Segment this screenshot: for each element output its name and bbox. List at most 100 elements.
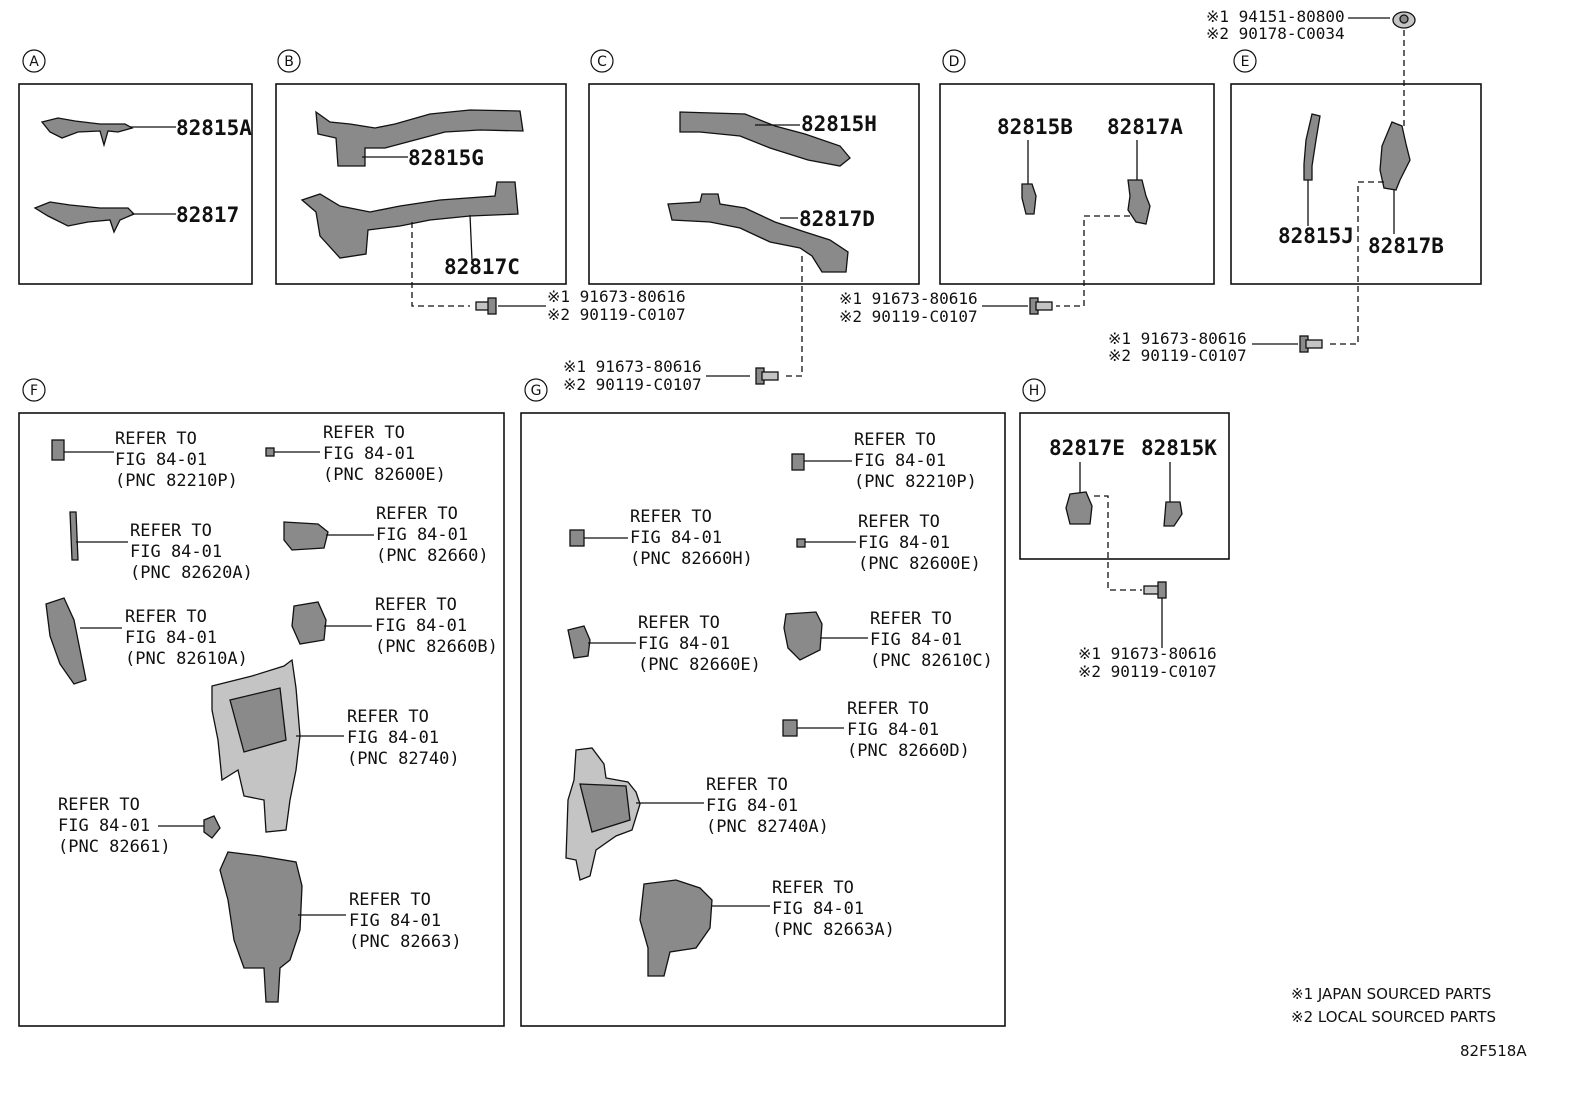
dashed-line-b bbox=[411, 222, 470, 307]
ref-text: REFER TO bbox=[772, 878, 854, 898]
ref-pnc[interactable]: (PNC 82740) bbox=[347, 749, 460, 769]
part-82210p-drawing bbox=[51, 439, 65, 461]
part-82815b-drawing bbox=[1021, 183, 1037, 215]
ref-pnc[interactable]: (PNC 82663) bbox=[349, 932, 462, 952]
ref-fig: FIG 84-01 bbox=[349, 911, 441, 931]
ref-fig: FIG 84-01 bbox=[638, 634, 730, 654]
part-82815g-drawing bbox=[315, 109, 524, 167]
part-number-82815j[interactable]: 82815J bbox=[1278, 224, 1354, 248]
section-d-letter: D bbox=[949, 54, 960, 70]
bolt-d-japan: ※1 91673-80616 bbox=[839, 289, 978, 308]
ref-text: REFER TO bbox=[323, 423, 405, 443]
bolt-e-japan: ※1 91673-80616 bbox=[1108, 329, 1247, 348]
ref-pnc[interactable]: (PNC 82610C) bbox=[870, 651, 993, 671]
ref-text: REFER TO bbox=[349, 890, 431, 910]
ref-pnc[interactable]: (PNC 82660) bbox=[376, 546, 489, 566]
section-g-letter: G bbox=[531, 383, 542, 399]
ref-pnc[interactable]: (PNC 82620A) bbox=[130, 563, 253, 583]
section-e: E 82815J 82817B ※1 94151-80800 ※2 90178-… bbox=[1108, 7, 1482, 365]
bolt-icon bbox=[1299, 335, 1323, 353]
part-number-82815b[interactable]: 82815B bbox=[997, 115, 1073, 139]
part-number-82817d[interactable]: 82817D bbox=[799, 207, 875, 231]
ref-fig: FIG 84-01 bbox=[376, 525, 468, 545]
legend-notes: ※1 JAPAN SOURCED PARTS ※2 LOCAL SOURCED … bbox=[1291, 985, 1527, 1060]
ref-pnc[interactable]: (PNC 82663A) bbox=[772, 920, 895, 940]
ref-pnc[interactable]: (PNC 82660D) bbox=[847, 741, 970, 761]
dashed-line-d bbox=[1056, 215, 1130, 307]
dashed-line-h bbox=[1094, 495, 1142, 591]
part-number-82817b[interactable]: 82817B bbox=[1368, 234, 1444, 258]
part-number-82815g[interactable]: 82815G bbox=[408, 146, 484, 170]
bolt-c-local: ※2 90119-C0107 bbox=[563, 375, 702, 394]
ref-pnc[interactable]: (PNC 82610A) bbox=[125, 649, 248, 669]
part-82817a-drawing bbox=[1127, 179, 1151, 225]
ref-fig: FIG 84-01 bbox=[847, 720, 939, 740]
ref-text: REFER TO bbox=[347, 707, 429, 727]
section-h-letter: H bbox=[1029, 383, 1040, 399]
section-b-frame bbox=[275, 83, 567, 285]
section-h-marker bbox=[1022, 378, 1046, 402]
bolt-d-local: ※2 90119-C0107 bbox=[839, 307, 978, 326]
section-a-letter: A bbox=[29, 54, 39, 70]
ref-text: REFER TO bbox=[115, 429, 197, 449]
part-82610a-drawing bbox=[45, 597, 87, 685]
ref-pnc[interactable]: (PNC 82740A) bbox=[706, 817, 829, 837]
part-number-82815a[interactable]: 82815A bbox=[176, 116, 252, 140]
section-f-marker bbox=[22, 378, 46, 402]
ref-pnc[interactable]: (PNC 82210P) bbox=[854, 472, 977, 492]
diagram-id: 82F518A bbox=[1460, 1042, 1527, 1060]
ref-pnc[interactable]: (PNC 82661) bbox=[58, 837, 171, 857]
part-82610c-drawing bbox=[783, 611, 823, 661]
section-a-marker bbox=[22, 49, 46, 73]
bolt-icon bbox=[1029, 297, 1053, 315]
bolt-icon bbox=[475, 297, 497, 315]
ref-fig: FIG 84-01 bbox=[772, 899, 864, 919]
ref-text: REFER TO bbox=[130, 521, 212, 541]
ref-pnc[interactable]: (PNC 82600E) bbox=[323, 465, 446, 485]
part-number-82817a[interactable]: 82817A bbox=[1107, 115, 1183, 139]
ref-text: REFER TO bbox=[376, 504, 458, 524]
part-number-82817[interactable]: 82817 bbox=[176, 203, 239, 227]
part-82817-drawing bbox=[33, 201, 136, 234]
part-82740a-detail bbox=[579, 783, 631, 833]
part-number-82817e[interactable]: 82817E bbox=[1049, 436, 1125, 460]
bolt-e-local: ※2 90119-C0107 bbox=[1108, 346, 1247, 365]
part-82663-drawing bbox=[219, 851, 303, 1003]
section-d: D 82815B 82817A ※1 91673-80616 ※2 90119-… bbox=[839, 49, 1215, 326]
bolt-b-japan: ※1 91673-80616 bbox=[547, 287, 686, 306]
part-82815a-drawing bbox=[40, 117, 134, 148]
part-number-82815k[interactable]: 82815K bbox=[1141, 436, 1217, 460]
ref-fig: FIG 84-01 bbox=[870, 630, 962, 650]
part-82600e-drawing bbox=[796, 538, 806, 548]
section-e-letter: E bbox=[1241, 54, 1250, 70]
section-f: F REFER TO FIG 84-01 (PNC 82210P) REFER … bbox=[18, 378, 505, 1027]
ref-text: REFER TO bbox=[638, 613, 720, 633]
leader-82817c bbox=[469, 214, 473, 261]
ref-pnc[interactable]: (PNC 82600E) bbox=[858, 554, 981, 574]
ref-pnc[interactable]: (PNC 82210P) bbox=[115, 471, 238, 491]
section-h-frame bbox=[1019, 412, 1230, 560]
bolt-h-local: ※2 90119-C0107 bbox=[1078, 662, 1217, 681]
ref-pnc[interactable]: (PNC 82660H) bbox=[630, 549, 753, 569]
section-d-marker bbox=[942, 49, 966, 73]
section-c-frame bbox=[588, 83, 920, 285]
ref-fig: FIG 84-01 bbox=[130, 542, 222, 562]
part-82817b-drawing bbox=[1379, 121, 1411, 191]
ref-fig: FIG 84-01 bbox=[375, 616, 467, 636]
dashed-line-c bbox=[782, 256, 803, 377]
ref-pnc[interactable]: (PNC 82660B) bbox=[375, 637, 498, 657]
part-number-82817c[interactable]: 82817C bbox=[444, 255, 520, 279]
part-82660e-drawing bbox=[567, 625, 591, 659]
ref-pnc[interactable]: (PNC 82660E) bbox=[638, 655, 761, 675]
section-e-frame bbox=[1230, 83, 1482, 285]
section-a-frame bbox=[18, 83, 253, 285]
part-number-82815h[interactable]: 82815H bbox=[801, 112, 877, 136]
part-82210p-drawing bbox=[791, 453, 805, 471]
ref-text: REFER TO bbox=[630, 507, 712, 527]
section-f-frame bbox=[18, 412, 505, 1027]
section-c-letter: C bbox=[597, 54, 607, 70]
ref-fig: FIG 84-01 bbox=[630, 528, 722, 548]
note-japan-sourced: ※1 JAPAN SOURCED PARTS bbox=[1291, 985, 1491, 1003]
ref-text: REFER TO bbox=[125, 607, 207, 627]
